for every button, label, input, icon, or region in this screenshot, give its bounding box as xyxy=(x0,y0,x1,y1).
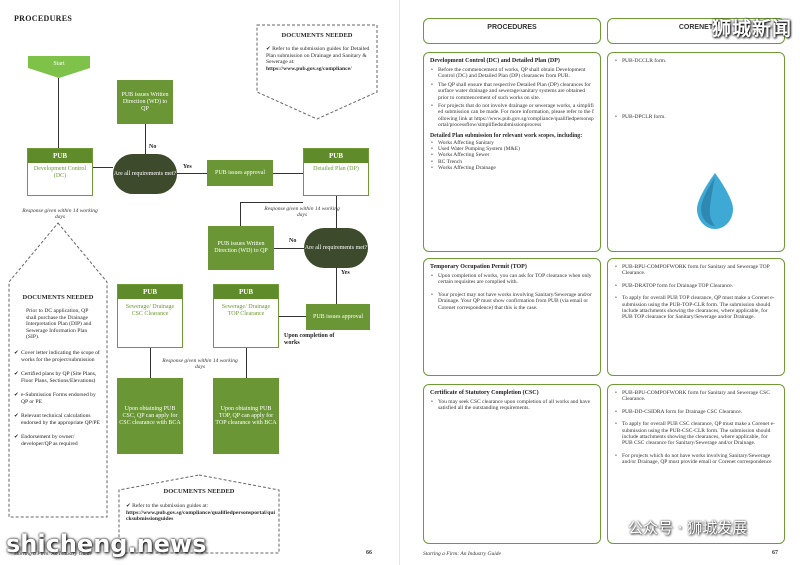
card-top-forms: PUB-BPU-COMPOFWORK form for Sanitary and… xyxy=(607,258,785,376)
left-footer: Starting a Firm: An Industry Guide xyxy=(14,551,92,557)
pub-csc-box: PUB Sewerage/ Drainage CSC Clearance xyxy=(117,284,183,348)
card-csc-forms: PUB-BPU-COMPOFWORK form for Sanitary and… xyxy=(607,384,785,544)
page-title: PROCEDURES xyxy=(14,14,73,23)
response-note-1: Response given within 14 working days xyxy=(22,208,98,220)
top-upon-box: Upon obtaining PUB TOP, QP can apply for… xyxy=(213,378,279,454)
response-note-2: Response given within 14 working days xyxy=(264,206,340,218)
start-shape xyxy=(28,56,90,78)
docs-bottom-title: DOCUMENTS NEEDED xyxy=(163,488,235,495)
docs-left-item: Endorsement by owner/ developer/QP as re… xyxy=(14,434,102,447)
card-csc: Certificate of Statutory Completion (CSC… xyxy=(423,384,601,544)
docs-bottom-link[interactable]: https://www.pub.gov.sg/compliance/qualif… xyxy=(126,509,276,523)
watermark-corner: 公众号 · 狮城发展 xyxy=(628,519,748,537)
start-label: Start xyxy=(53,61,65,67)
docs-bottom-text: ✔ Refer to the submission guides at: htt… xyxy=(126,503,276,523)
no-label-1: No xyxy=(149,144,157,150)
left-page: PROCEDURES Start PUB Development Control… xyxy=(0,0,400,565)
yes-label-2: Yes xyxy=(341,270,350,276)
docs-top-text: ✔ Refer to the submission guides for Det… xyxy=(266,46,370,72)
upon-completion-label: Upon completion of works xyxy=(284,333,335,346)
card-top: Temporary Occupation Permit (TOP) Upon c… xyxy=(423,258,601,376)
no-label-2: No xyxy=(289,238,297,244)
watermark-bottom: shicheng.news xyxy=(6,530,207,558)
right-page: PROCEDURES CORENET Development Control (… xyxy=(400,0,800,565)
docs-left-item: Relevant technical calculations endorsed… xyxy=(14,413,102,426)
pub-issues-approval-2: PUB issues approval xyxy=(306,304,370,330)
card-dc-dp: Development Control (DC) and Detailed Pl… xyxy=(423,52,601,252)
yes-label-1: Yes xyxy=(183,164,192,170)
decision-2: Are all requirements met? xyxy=(304,228,368,268)
docs-left-item: Cover letter indicating the scope of wor… xyxy=(14,350,102,363)
col-corenet-header: CORENET xyxy=(607,18,785,44)
docs-top-title: DOCUMENTS NEEDED xyxy=(281,32,353,39)
right-page-number: 67 xyxy=(772,550,778,556)
response-note-3: Response given within 14 working days xyxy=(162,358,238,370)
pub-top-box: PUB Sewerage/ Drainage TOP Clearance xyxy=(213,284,279,348)
card-dc-dp-forms: PUB-DCCLR form. PUB-DPCLR form. xyxy=(607,52,785,252)
pub-dp-box: PUB Detailed Plan (DP) xyxy=(303,148,369,196)
pub-issues-approval-1: PUB issues approval xyxy=(207,160,273,186)
decision-1: Are all requirements met? xyxy=(113,154,177,194)
pub-issues-wd-2: PUB issues Written Direction (WD) to QP xyxy=(208,226,274,270)
docs-left-intro: Prior to DC application, QP shall purcha… xyxy=(26,308,92,340)
watermark-top: 狮城新闻 xyxy=(711,18,792,40)
docs-left-list: Cover letter indicating the scope of wor… xyxy=(14,346,102,447)
docs-left-item: e-Submission Forms endorsed by QP or PE xyxy=(14,392,102,405)
pub-issues-wd-1: PUB issues Written Direction (WD) to QP xyxy=(117,80,173,124)
right-footer: Starting a Firm: An Industry Guide xyxy=(423,551,501,557)
left-page-number: 66 xyxy=(366,550,372,556)
docs-left-item: Certified plans by QP (Site Plans, Floor… xyxy=(14,371,102,384)
csc-upon-box: Upon obtaining PUB CSC, QP can apply for… xyxy=(117,378,183,454)
pub-dc-box: PUB Development Control (DC) xyxy=(27,148,93,196)
docs-top-link[interactable]: https://www.pub.gov.sg/compliance/ xyxy=(266,65,352,72)
docs-left-title: DOCUMENTS NEEDED xyxy=(22,294,94,301)
water-drop-icon xyxy=(697,173,733,229)
col-procedures-header: PROCEDURES xyxy=(423,18,601,44)
